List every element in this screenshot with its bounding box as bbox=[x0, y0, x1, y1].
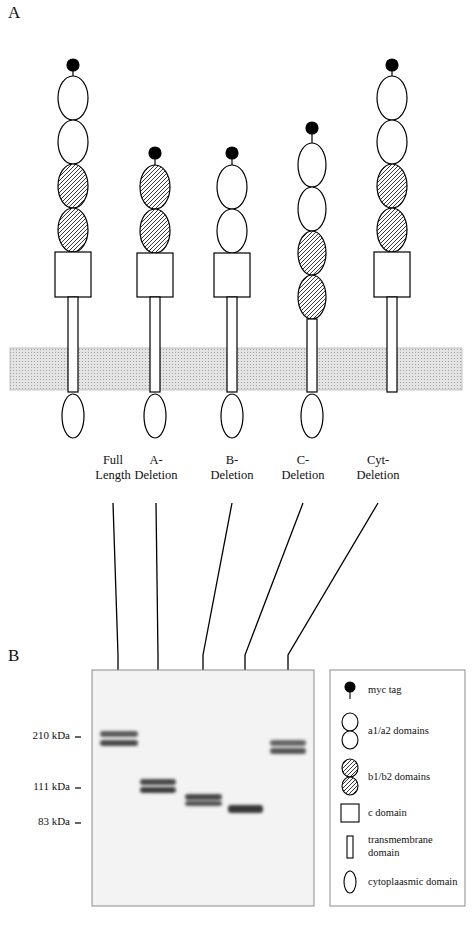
blot-band bbox=[185, 801, 222, 806]
lane-leader bbox=[113, 503, 118, 670]
blot-band bbox=[185, 794, 222, 800]
cytoplasmic-domain bbox=[62, 394, 84, 438]
panel-letter: A bbox=[8, 3, 38, 23]
blot-band bbox=[228, 805, 263, 813]
a-domain bbox=[377, 76, 407, 120]
marker-tick bbox=[75, 822, 81, 823]
legend-text: cytoplaasmic domain bbox=[368, 876, 460, 889]
b-domain bbox=[58, 208, 88, 252]
legend-swatch bbox=[342, 759, 358, 795]
transmembrane-domain bbox=[68, 297, 78, 392]
b-domain bbox=[140, 165, 170, 209]
myc-tag bbox=[149, 147, 161, 159]
blot-band bbox=[100, 731, 138, 737]
lane-leader bbox=[203, 503, 232, 670]
marker-tick bbox=[75, 787, 81, 788]
cytoplasmic-domain bbox=[344, 871, 356, 893]
b-domain bbox=[342, 759, 358, 777]
western-blot bbox=[92, 670, 314, 906]
blot-band bbox=[270, 748, 306, 754]
legend-box bbox=[330, 670, 465, 906]
panel-letter: B bbox=[8, 646, 38, 666]
legend-swatch bbox=[344, 871, 356, 893]
lane-leader bbox=[156, 503, 158, 670]
a-domain bbox=[298, 187, 326, 231]
marker-size: 210 kDa bbox=[10, 729, 70, 742]
construct-name: Full Length bbox=[88, 453, 138, 483]
b-domain bbox=[377, 208, 407, 252]
legend-text: transmembrane domain bbox=[368, 834, 460, 859]
blot-band bbox=[270, 740, 306, 746]
legend-text: myc tag bbox=[368, 684, 460, 697]
b-domain bbox=[377, 164, 407, 208]
transmembrane-domain bbox=[347, 836, 353, 858]
b-domain bbox=[58, 164, 88, 208]
construct-name: B- Deletion bbox=[207, 453, 257, 483]
myc-tag bbox=[226, 147, 238, 159]
cytoplasmic-domain bbox=[221, 394, 243, 438]
a-domain bbox=[298, 143, 326, 187]
transmembrane-domain bbox=[387, 297, 397, 392]
a-domain bbox=[217, 209, 247, 253]
a-domain bbox=[342, 713, 358, 731]
legend-swatch bbox=[345, 682, 355, 699]
a-domain bbox=[58, 76, 88, 120]
legend-text: b1/b2 domains bbox=[368, 771, 460, 784]
blot-band bbox=[140, 787, 176, 793]
marker-tick bbox=[75, 736, 81, 737]
c-domain bbox=[341, 804, 359, 822]
marker-size: 83 kDa bbox=[10, 815, 70, 828]
cytoplasmic-domain bbox=[144, 394, 166, 438]
b-domain bbox=[342, 777, 358, 795]
lane-leader bbox=[288, 503, 378, 670]
legend-text: c domain bbox=[368, 807, 460, 820]
a-domain bbox=[58, 120, 88, 164]
b-domain bbox=[140, 209, 170, 253]
b-domain bbox=[298, 275, 326, 319]
a-domain bbox=[217, 165, 247, 209]
a-domain bbox=[342, 731, 358, 749]
cytoplasmic-domain bbox=[301, 394, 323, 438]
legend-swatch bbox=[347, 836, 353, 858]
construct-name: Cyt- Deletion bbox=[353, 453, 403, 483]
construct-name: A- Deletion bbox=[131, 453, 181, 483]
construct-name: C- Deletion bbox=[278, 453, 328, 483]
marker-size: 111 kDa bbox=[10, 780, 70, 793]
blot-band bbox=[140, 779, 176, 785]
c-domain bbox=[214, 253, 250, 297]
b-domain bbox=[298, 231, 326, 275]
myc-tag bbox=[67, 59, 79, 71]
myc-tag bbox=[306, 122, 318, 134]
transmembrane-domain bbox=[150, 297, 160, 392]
a-domain bbox=[377, 120, 407, 164]
transmembrane-domain bbox=[227, 297, 237, 392]
legend-swatch bbox=[342, 713, 358, 749]
legend-text: a1/a2 domains bbox=[368, 725, 460, 738]
myc-tag bbox=[345, 682, 355, 692]
transmembrane-domain bbox=[307, 319, 317, 392]
blot-band bbox=[100, 740, 138, 746]
myc-tag bbox=[386, 59, 398, 71]
c-domain bbox=[374, 252, 410, 297]
c-domain bbox=[55, 252, 91, 297]
legend-swatch bbox=[341, 804, 359, 822]
c-domain bbox=[137, 253, 173, 297]
